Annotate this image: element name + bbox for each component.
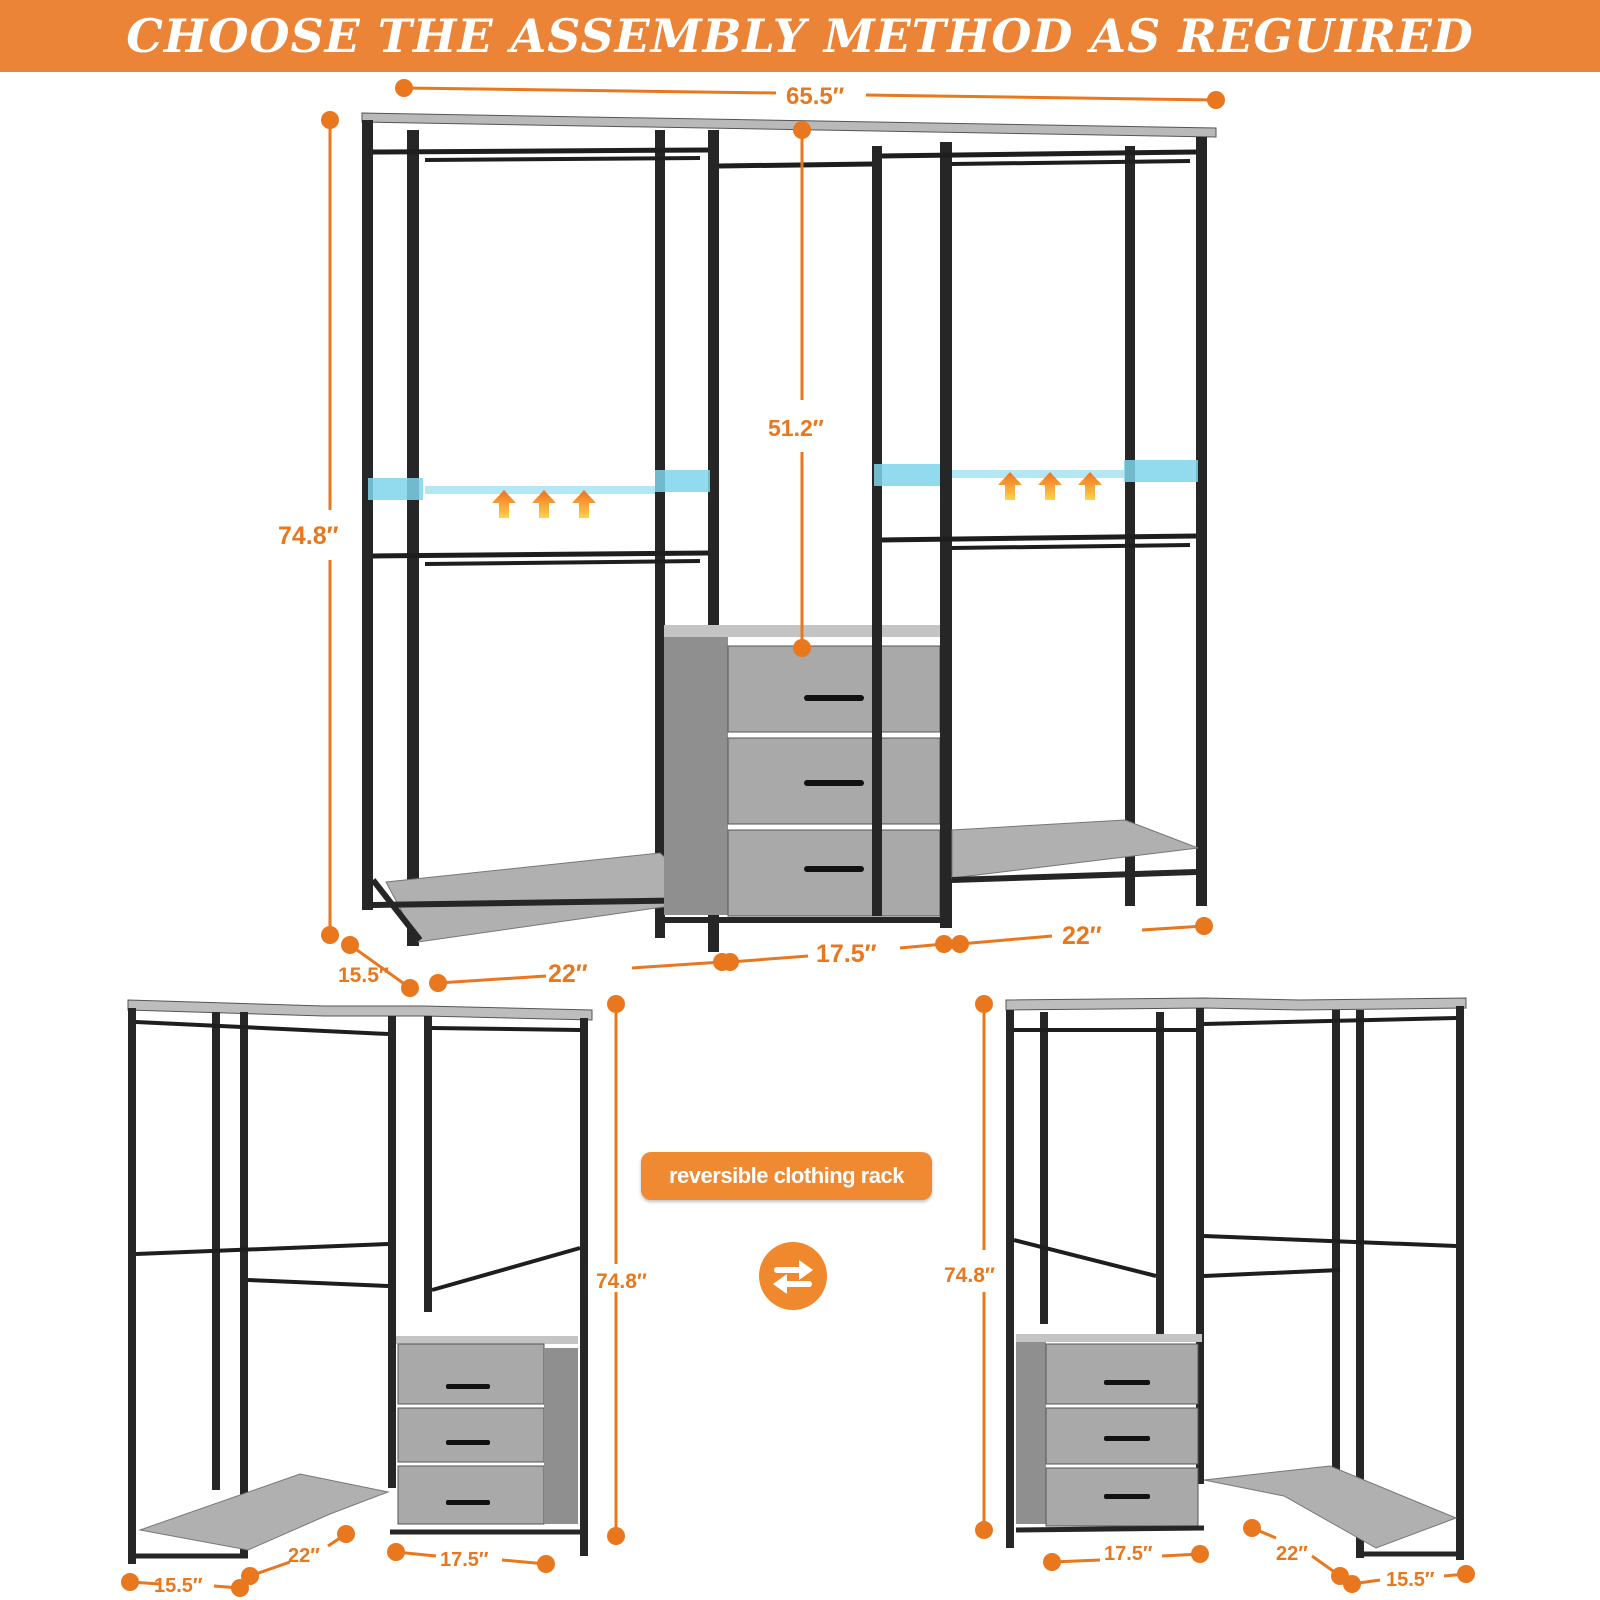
left-corner-side-width-label: 22″ bbox=[288, 1545, 320, 1567]
main-wardrobe bbox=[361, 112, 1217, 952]
adjustable-rod-highlight-right bbox=[874, 460, 1198, 486]
center-width-label: 17.5″ bbox=[816, 940, 877, 968]
left-corner-dimensions bbox=[121, 995, 625, 1597]
right-corner-drawer-width-label: 17.5″ bbox=[1104, 1543, 1153, 1565]
header-banner: CHOOSE THE ASSEMBLY METHOD AS REGUIRED bbox=[0, 0, 1600, 72]
right-width-label: 22″ bbox=[1062, 922, 1102, 950]
reversible-label: reversible clothing rack bbox=[641, 1152, 932, 1200]
arrow-up-icon bbox=[492, 472, 1102, 518]
right-corner-dimensions bbox=[975, 995, 1475, 1593]
right-corner-height-label: 74.8″ bbox=[944, 1264, 995, 1287]
height-label: 74.8″ bbox=[278, 522, 339, 550]
main-dimensions bbox=[321, 79, 1225, 997]
depth-label: 15.5″ bbox=[338, 964, 389, 987]
inner-height-label: 51.2″ bbox=[768, 415, 824, 441]
left-corner-drawer-width-label: 17.5″ bbox=[440, 1549, 489, 1571]
adjustable-rod-highlight-left bbox=[368, 470, 710, 500]
swap-arrows-icon bbox=[759, 1242, 827, 1310]
left-corner-wardrobe bbox=[127, 999, 593, 1564]
left-corner-height-label: 74.8″ bbox=[596, 1270, 647, 1293]
right-corner-wardrobe bbox=[1005, 997, 1467, 1560]
right-corner-depth-label: 15.5″ bbox=[1386, 1569, 1435, 1591]
banner-title: CHOOSE THE ASSEMBLY METHOD AS REGUIRED bbox=[126, 9, 1474, 63]
left-corner-depth-label: 15.5″ bbox=[154, 1575, 203, 1597]
right-corner-side-width-label: 22″ bbox=[1276, 1543, 1308, 1565]
left-width-label: 22″ bbox=[548, 960, 588, 988]
total-width-label: 65.5″ bbox=[786, 83, 845, 110]
